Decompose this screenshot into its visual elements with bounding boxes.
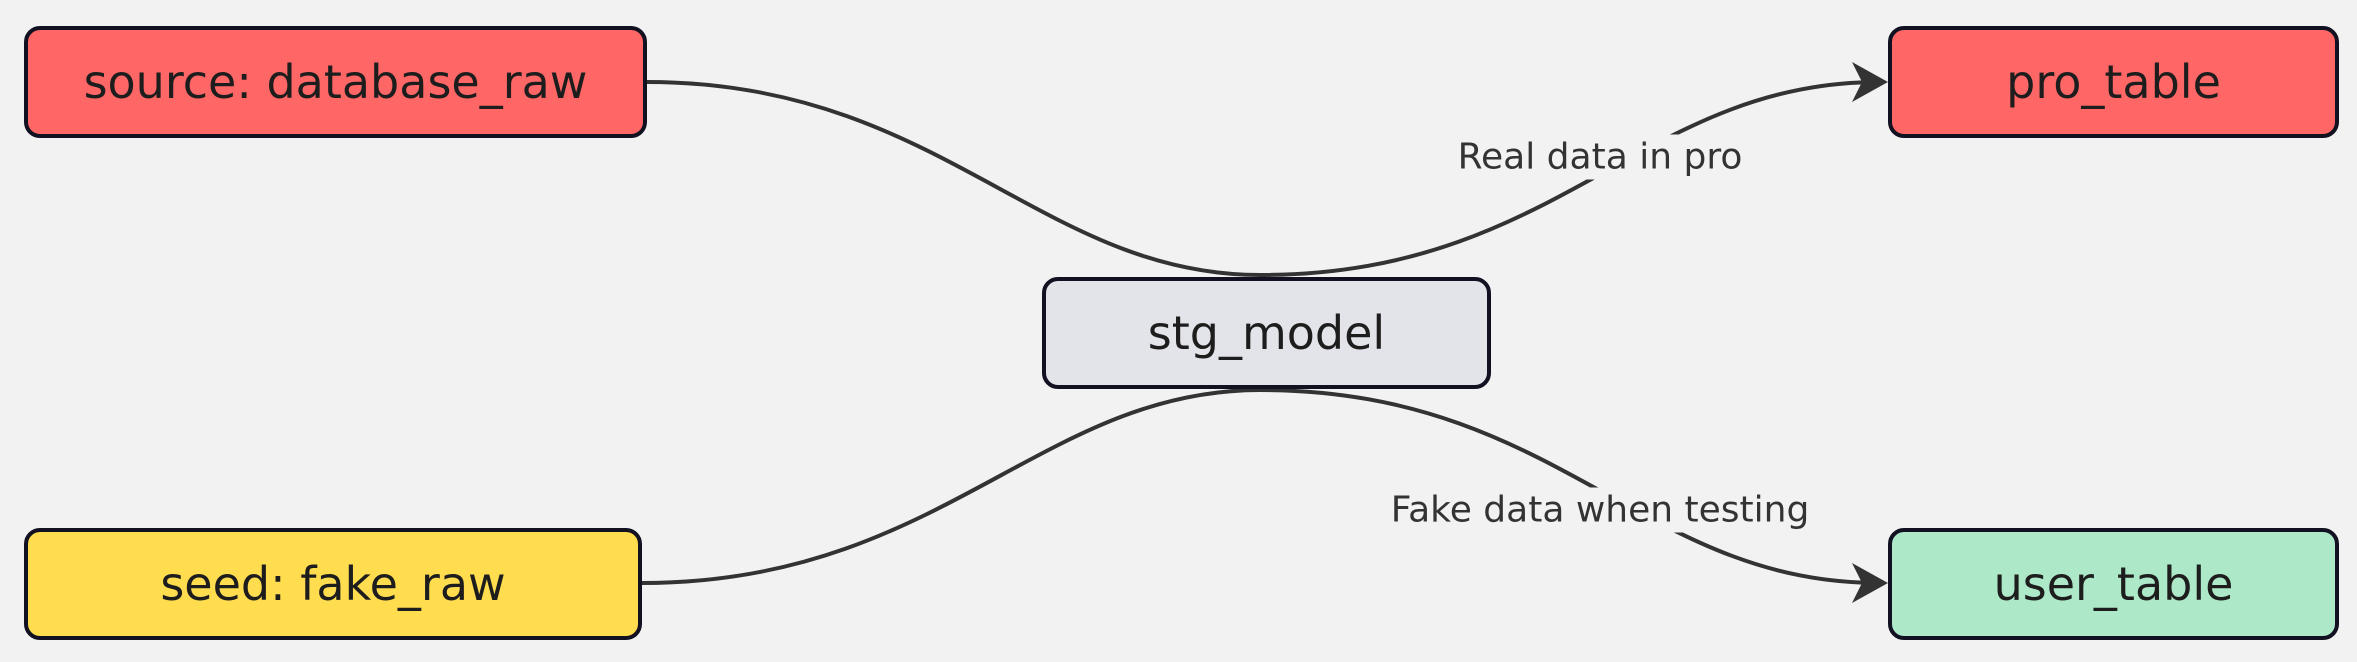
node-stg-model[interactable]: stg_model bbox=[1042, 277, 1491, 389]
node-seed-fake-raw[interactable]: seed: fake_raw bbox=[24, 528, 642, 640]
node-pro-table[interactable]: pro_table bbox=[1888, 26, 2339, 138]
edge-stg-to-user bbox=[1259, 388, 1888, 603]
edge-label-fake-data: Fake data when testing bbox=[1384, 487, 1816, 533]
edge-source-to-stg bbox=[646, 80, 1261, 277]
edge-seed-to-stg bbox=[641, 388, 1261, 585]
node-user-table[interactable]: user_table bbox=[1888, 528, 2339, 640]
edge-label-real-data: Real data in pro bbox=[1451, 134, 1749, 180]
node-source-database-raw[interactable]: source: database_raw bbox=[24, 26, 647, 138]
